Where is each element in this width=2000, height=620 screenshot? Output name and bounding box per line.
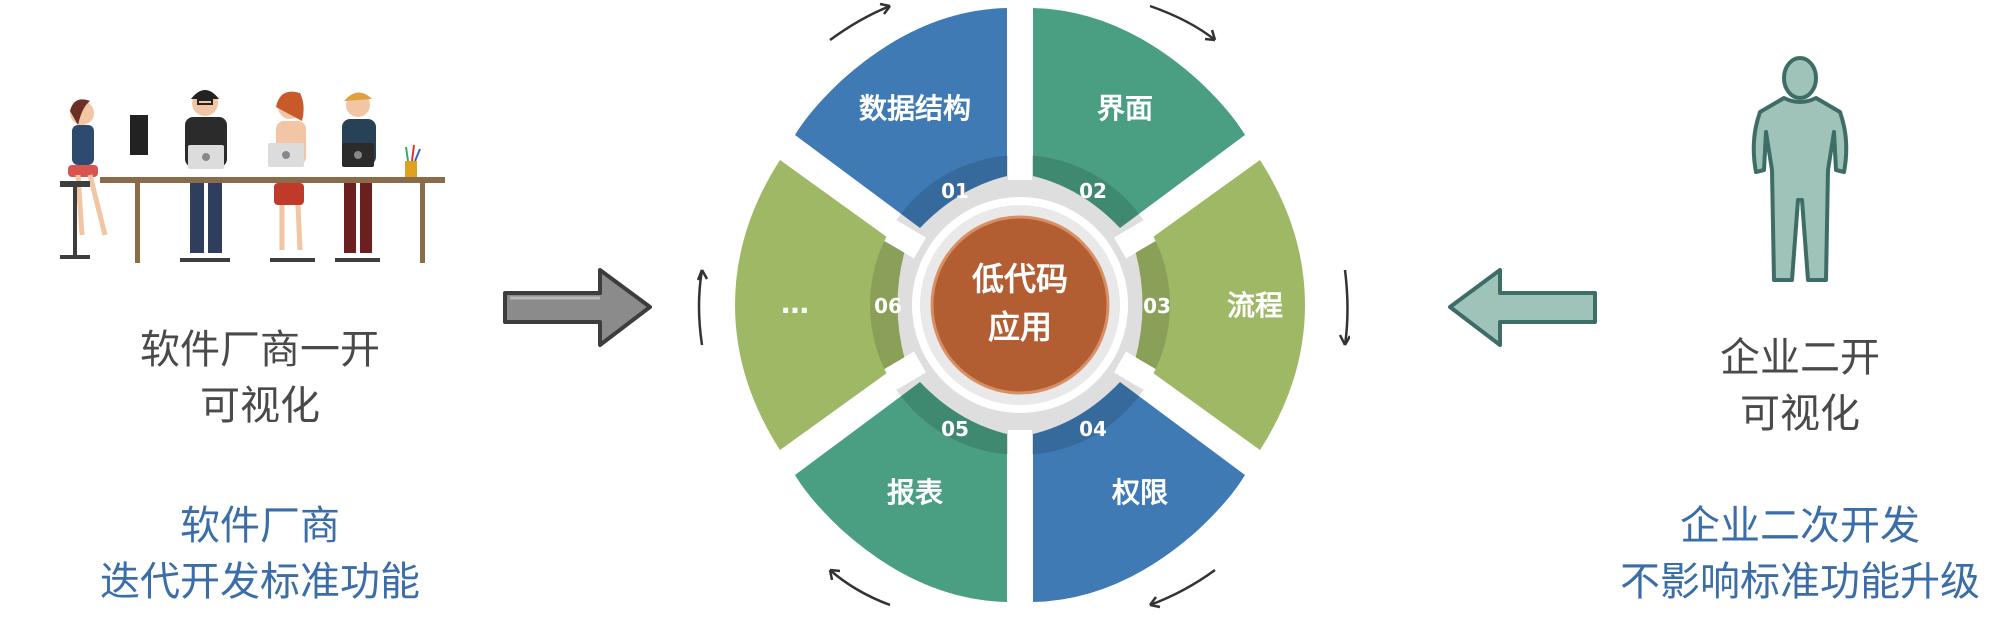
segment-gaps	[879, 155, 1161, 455]
segment-03[interactable]	[1135, 160, 1305, 450]
left-title-line-1: 软件厂商一开	[140, 327, 380, 373]
arrow-right-icon	[503, 268, 652, 347]
person-man-blonde	[335, 92, 380, 262]
right-title-line-1: 企业二开	[1720, 335, 1880, 381]
center-label-line-1: 低代码	[972, 260, 1068, 298]
segment-03-label: 流程	[1227, 289, 1283, 322]
center-core	[930, 215, 1110, 395]
left-desc-line-1: 软件厂商	[180, 503, 340, 549]
lowcode-wheel: 低代码 应用 数据结构 01 界面 02 流程 03 权限 04 报表 05 ……	[696, 2, 1350, 609]
left-title-line-2: 可视化	[200, 383, 320, 429]
segment-01-label: 数据结构	[859, 92, 971, 125]
segment-04-label: 权限	[1111, 476, 1168, 509]
left-desc-line-2: 迭代开发标准功能	[100, 559, 420, 605]
segment-06[interactable]	[735, 160, 905, 450]
segment-01[interactable]	[795, 8, 1007, 228]
right-desc-line-2: 不影响标准功能升级	[1620, 559, 1980, 605]
right-desc: 企业二次开发 不影响标准功能升级	[1520, 498, 2000, 610]
right-title-line-2: 可视化	[1740, 391, 1860, 437]
segment-02[interactable]	[1033, 8, 1245, 228]
segment-04[interactable]	[1033, 382, 1245, 602]
arrow-left-icon	[1448, 268, 1597, 347]
segment-02-number: 02	[1079, 179, 1107, 203]
person-silhouette-icon	[1751, 56, 1849, 282]
left-desc: 软件厂商 迭代开发标准功能	[0, 498, 540, 610]
segment-04-number: 04	[1079, 417, 1107, 441]
left-title: 软件厂商一开 可视化	[40, 322, 480, 434]
segment-05-number: 05	[941, 417, 969, 441]
person-man-glasses	[180, 90, 230, 262]
segment-01-number: 01	[941, 179, 969, 203]
pencil-cup	[405, 144, 421, 177]
segment-06-number: 06	[874, 294, 902, 318]
segment-05[interactable]	[795, 382, 1007, 602]
person-woman-left	[60, 99, 148, 259]
center-label-line-2: 应用	[988, 308, 1052, 346]
segment-05-label: 报表	[887, 476, 943, 509]
segment-06-label: …	[781, 287, 809, 320]
right-title: 企业二开 可视化	[1580, 330, 2000, 442]
person-woman-redhead	[268, 91, 315, 262]
cycle-arrows	[696, 2, 1350, 609]
team-illustration	[60, 90, 445, 263]
segment-02-label: 界面	[1097, 92, 1153, 125]
desk	[100, 177, 445, 183]
right-desc-line-1: 企业二次开发	[1680, 503, 1920, 549]
segment-03-number: 03	[1143, 294, 1171, 318]
